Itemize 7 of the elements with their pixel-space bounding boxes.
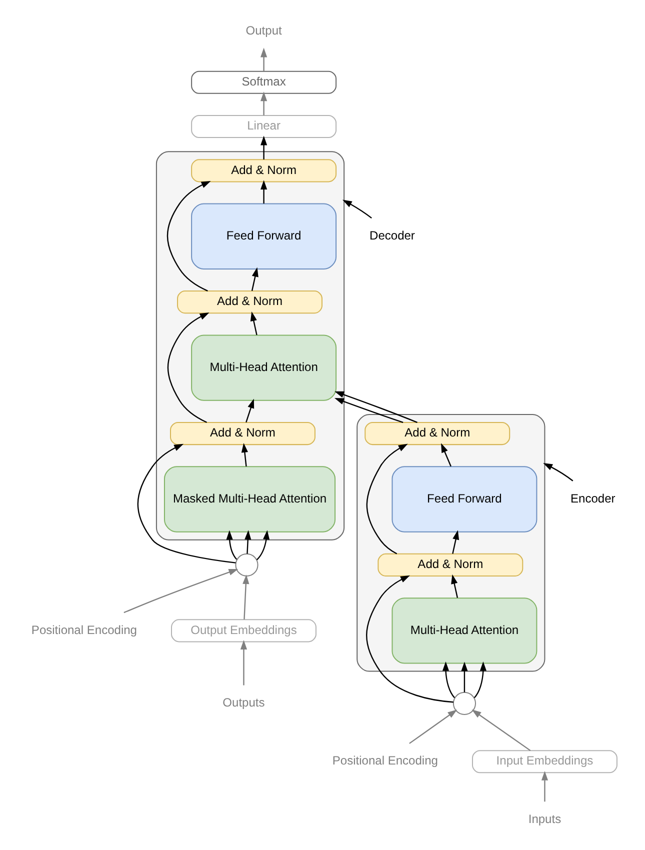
node-text: Output [245, 22, 282, 37]
node-text: Decoder [369, 228, 414, 242]
node-text: Inputs [528, 811, 561, 826]
node-text: Encoder [570, 490, 615, 505]
node-text: Positional Encoding [332, 753, 438, 768]
node-text: Outputs [222, 695, 264, 710]
node-text: Positional Encoding [30, 622, 136, 636]
